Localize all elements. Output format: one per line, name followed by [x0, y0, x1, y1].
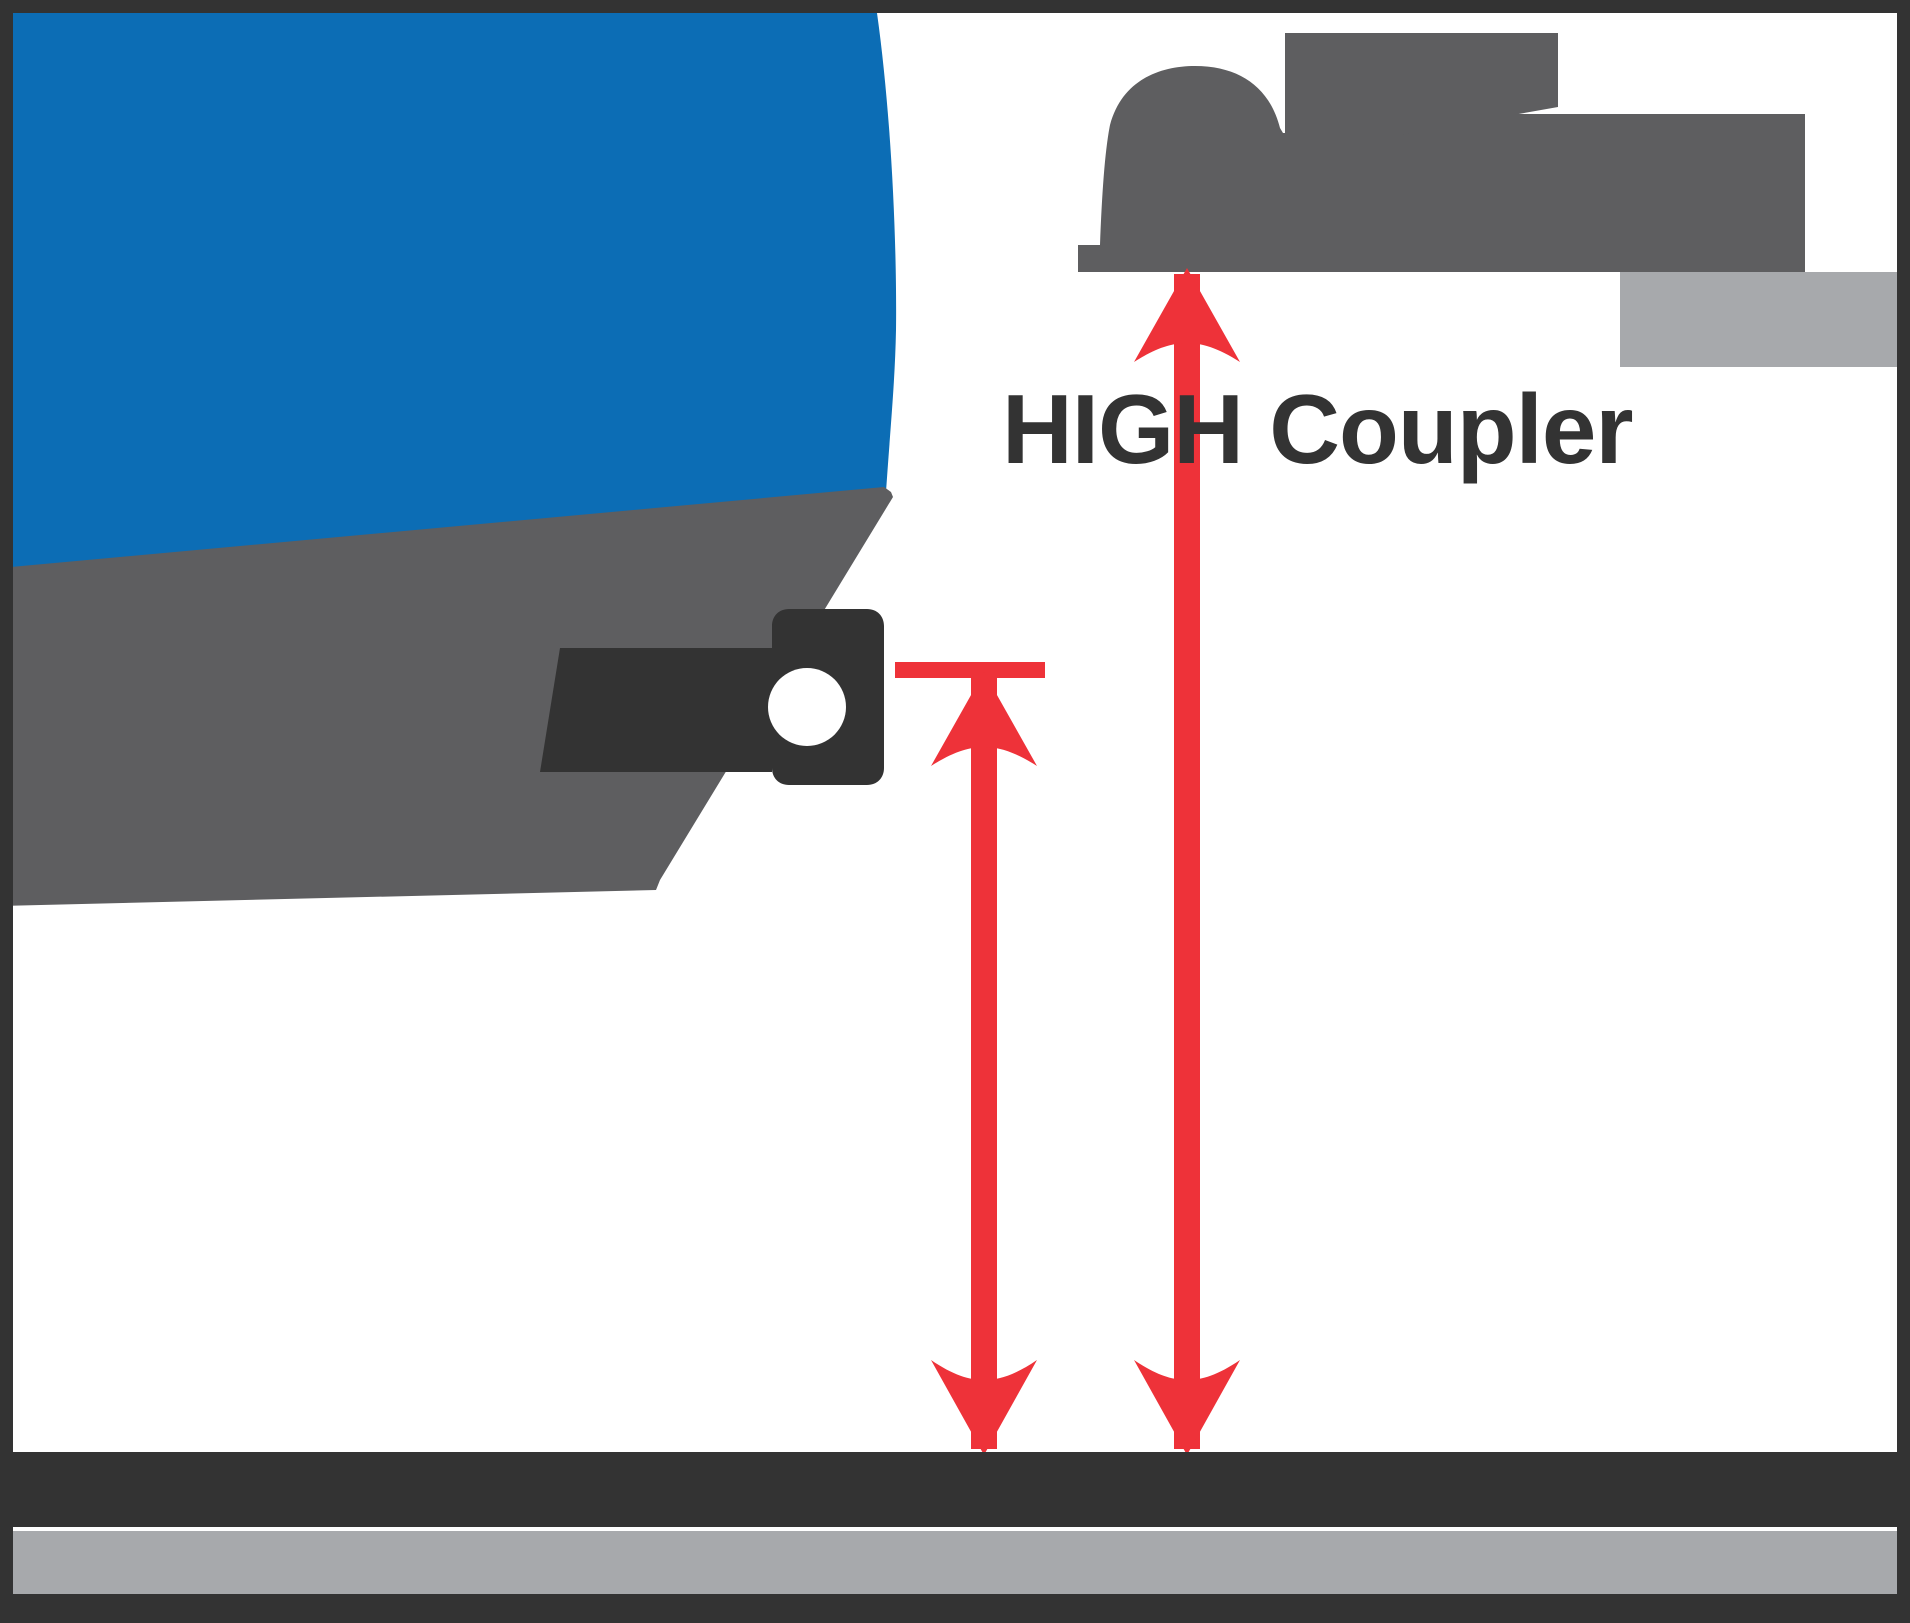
hitch-measure-shaft [971, 678, 997, 1449]
vehicle-body-blue [0, 13, 897, 575]
towing-vehicle-group [0, 13, 897, 906]
coupler-measure-shaft [1174, 274, 1200, 1449]
vehicle-body-gray [0, 487, 893, 906]
coupler-height-measure [1134, 268, 1240, 1455]
coupler-base-plate [1078, 245, 1805, 272]
hitch-measure-arrowhead-bottom [931, 1360, 1037, 1455]
coupler-neck [1308, 33, 1385, 138]
coupler-label: HIGH Coupler [1002, 374, 1632, 484]
coupler-body [1085, 33, 1805, 268]
coupler-measure-arrowhead-top [1134, 268, 1240, 362]
hitch-height-measure [895, 662, 1045, 1455]
hitch-measure-top-tick [895, 662, 1045, 678]
coupler-measure-arrowhead-bottom [1134, 1360, 1240, 1455]
pavement-stripe-band [13, 1531, 1897, 1594]
hitch-measure-arrowhead-top [931, 672, 1037, 766]
hitch-ball-mount-group [540, 609, 884, 785]
hitch-pin-hole [768, 668, 846, 746]
road-surface-band [0, 1452, 1910, 1527]
trailer-coupler-group [1078, 33, 1897, 367]
trailer-frame-box [1620, 272, 1897, 367]
